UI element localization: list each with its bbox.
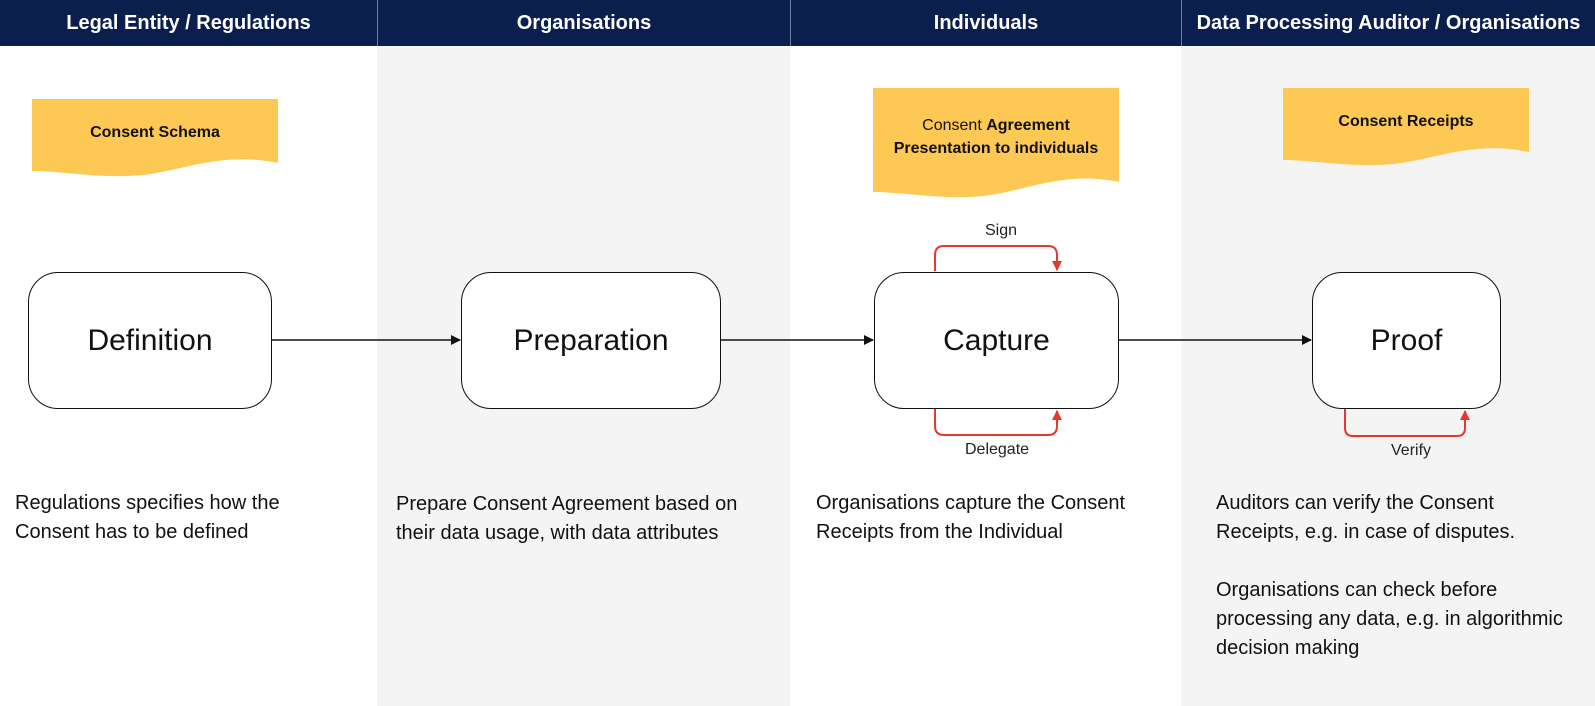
stage-definition[interactable]: Definition [28,272,272,409]
lane-header-auditor: Data Processing Auditor / Organisations [1181,0,1595,46]
document-shape [1283,88,1529,166]
document-label: Consent Receipts [1338,112,1474,130]
lane-header-individuals: Individuals [790,0,1181,46]
description-organisations: Prepare Consent Agreement based on their… [396,490,766,577]
description-text: Regulations specifies how the Consent ha… [15,492,280,543]
document-consent-receipts: Consent Receipts [1283,88,1529,168]
sign-loop-arrow [934,245,1062,271]
description-text-check: Organisations can check before processin… [1216,579,1563,659]
description-auditor: Auditors can verify the Consent Receipts… [1216,489,1566,692]
document-consent-agreement: Consent Agreement Presentation to indivi… [873,88,1119,200]
document-label: Consent Schema [90,123,220,141]
delegate-loop-arrow [934,409,1062,436]
verify-label: Verify [1391,442,1432,459]
description-text: Organisations capture the Consent Receip… [816,492,1126,543]
document-label-line2: Presentation to individuals [893,140,1099,157]
verify-loop-arrow [1344,409,1470,437]
lane-header-organisations: Organisations [377,0,790,46]
description-text: Prepare Consent Agreement based on their… [396,493,738,544]
document-label: Consent Agreement Presentation to indivi… [884,114,1108,160]
document-consent-schema: Consent Schema [32,99,278,179]
document-label-bold: Agreement [986,117,1070,134]
sign-label: Sign [985,222,1018,239]
stage-preparation[interactable]: Preparation [461,272,721,409]
description-individuals: Organisations capture the Consent Receip… [816,489,1176,576]
lane-header-legal-entity: Legal Entity / Regulations [0,0,377,46]
stage-capture[interactable]: Capture [874,272,1119,409]
document-shape [32,99,278,177]
description-text-verify: Auditors can verify the Consent Receipts… [1216,492,1516,543]
delegate-label: Delegate [965,441,1030,458]
stage-proof[interactable]: Proof [1312,272,1501,409]
description-legal-entity: Regulations specifies how the Consent ha… [15,489,345,576]
document-label-regular: Consent [922,117,987,134]
document-shape [873,88,1119,198]
